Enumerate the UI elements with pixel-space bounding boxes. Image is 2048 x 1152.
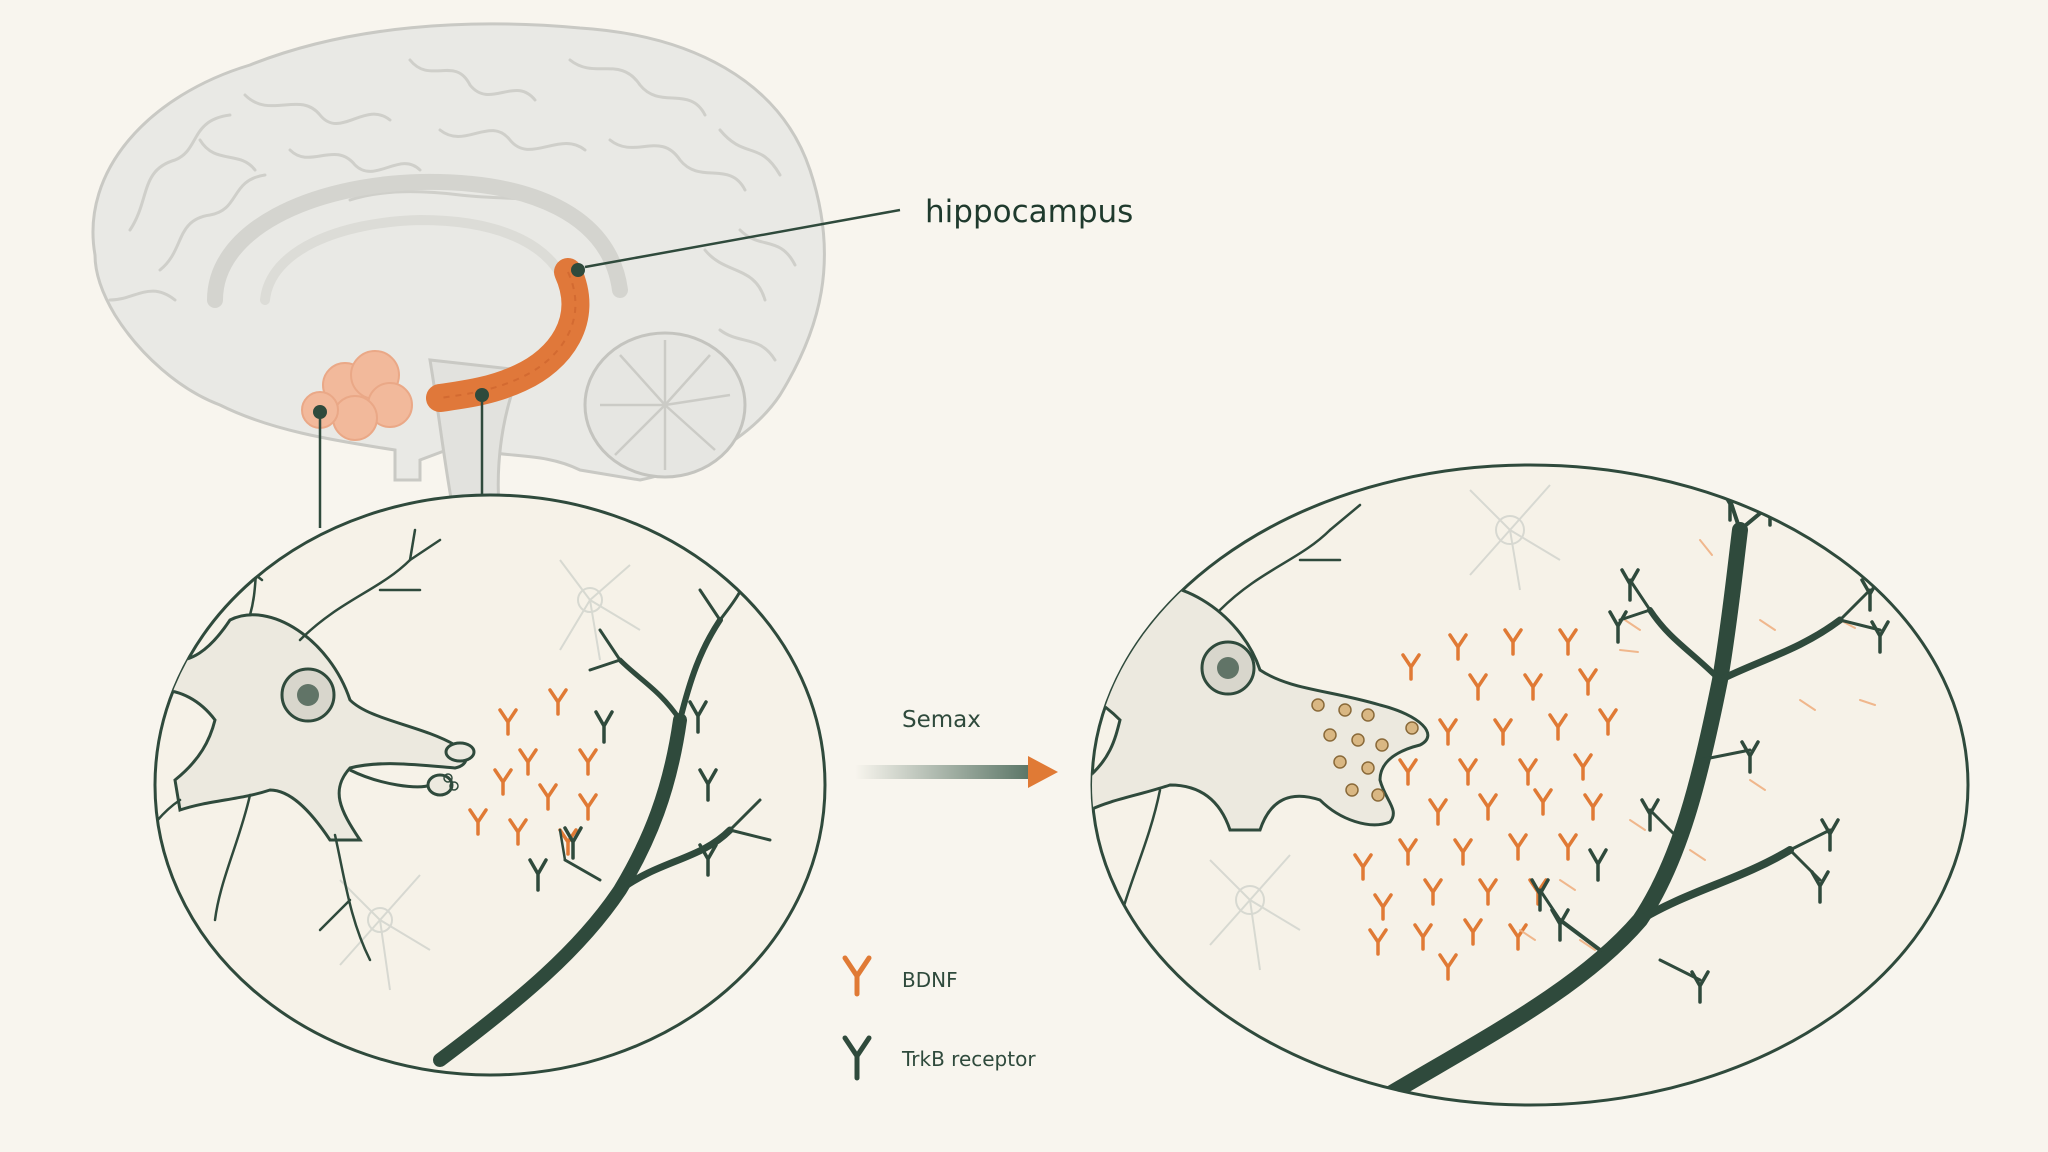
trkb-receptor-icon: [845, 1038, 869, 1078]
legend-item-bdnf: BDNF: [845, 958, 958, 994]
legend-label-bdnf: BDNF: [902, 968, 958, 992]
cerebellum: [585, 333, 745, 477]
hippocampus-label: hippocampus: [925, 194, 1133, 230]
legend-label-trkb: TrkB receptor: [901, 1047, 1036, 1071]
legend-item-trkb: TrkB receptor: [845, 1038, 1036, 1078]
treatment-arrow: [855, 756, 1058, 788]
legend: BDNF TrkB receptor: [845, 958, 1036, 1078]
semax-enhanced-synapse-view: [1000, 465, 1968, 1105]
bdnf-y-icon: [845, 958, 869, 994]
brain-illustration: [93, 24, 900, 528]
baseline-synapse-view: [100, 495, 825, 1075]
semax-label: Semax: [902, 707, 981, 733]
